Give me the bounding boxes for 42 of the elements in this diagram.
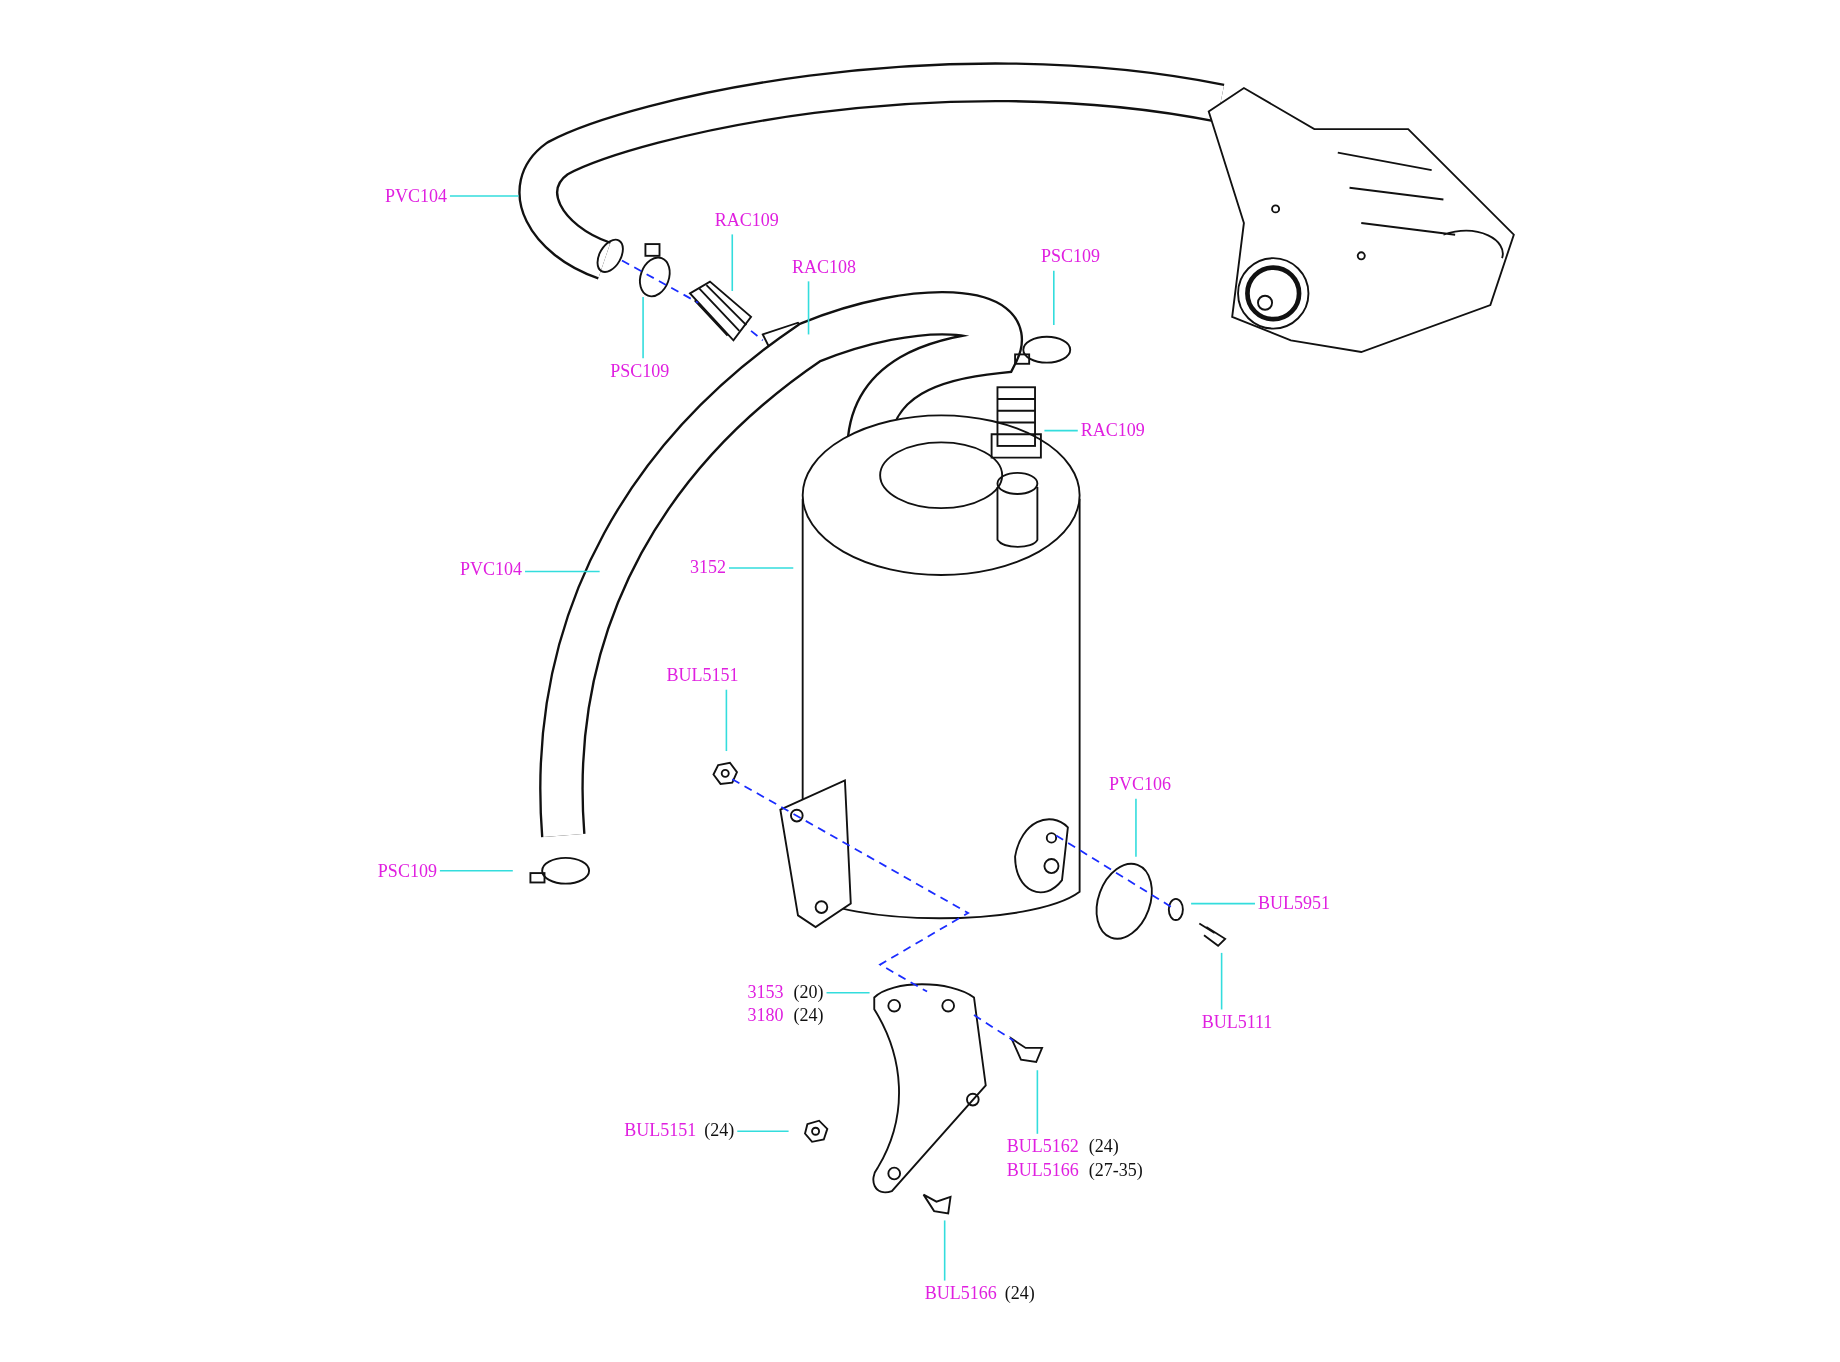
part-number: RAC109 [1080, 419, 1145, 442]
quantity-label: (24) [793, 1005, 824, 1028]
part-number: PVC106 [1108, 774, 1171, 796]
quantity-label: (24) [1088, 1136, 1120, 1159]
leader-line [825, 992, 871, 994]
part-number: 3180 [747, 1005, 784, 1028]
part-number: PSC109 [377, 861, 437, 883]
leader-line [728, 567, 795, 569]
part-number: PSC109 [1040, 246, 1100, 268]
part-number: BUL5151 [666, 665, 739, 687]
leader-line [642, 296, 644, 359]
part-number: RAC109 [714, 209, 779, 232]
quantity-label: (24) [1004, 1283, 1035, 1304]
leader-line [449, 195, 520, 197]
leader-line [736, 1130, 790, 1133]
leader-line [807, 280, 810, 336]
part-number: BUL5951 [1258, 892, 1330, 915]
part-number: PVC104 [460, 559, 522, 582]
part-number: BUL5166 [924, 1283, 997, 1304]
leader-line [1135, 798, 1137, 858]
leader-line [1036, 1069, 1039, 1135]
part-number: PVC104 [384, 186, 447, 208]
leader-line [1220, 952, 1223, 1011]
part-number: 3153 [747, 981, 784, 1004]
leader-line [1043, 429, 1079, 432]
leader-line [731, 233, 734, 292]
part-number: BUL5111 [1201, 1012, 1273, 1035]
part-number: BUL5151 [624, 1120, 697, 1141]
part-number: BUL5166 [1006, 1160, 1079, 1182]
quantity-label: (27-35) [1088, 1160, 1143, 1182]
leader-line [524, 570, 601, 573]
part-number: 3152 [690, 557, 726, 579]
quantity-label: (24) [704, 1120, 735, 1141]
part-number: BUL5162 [1006, 1136, 1079, 1159]
part-number: PSC109 [610, 361, 670, 383]
leader-line [725, 688, 728, 752]
leader-line [943, 1219, 946, 1282]
part-number: RAC108 [792, 256, 857, 279]
leader-line [439, 869, 514, 872]
leader-line [1053, 269, 1055, 326]
leader-line [1190, 902, 1256, 905]
quantity-label: (20) [793, 981, 824, 1004]
